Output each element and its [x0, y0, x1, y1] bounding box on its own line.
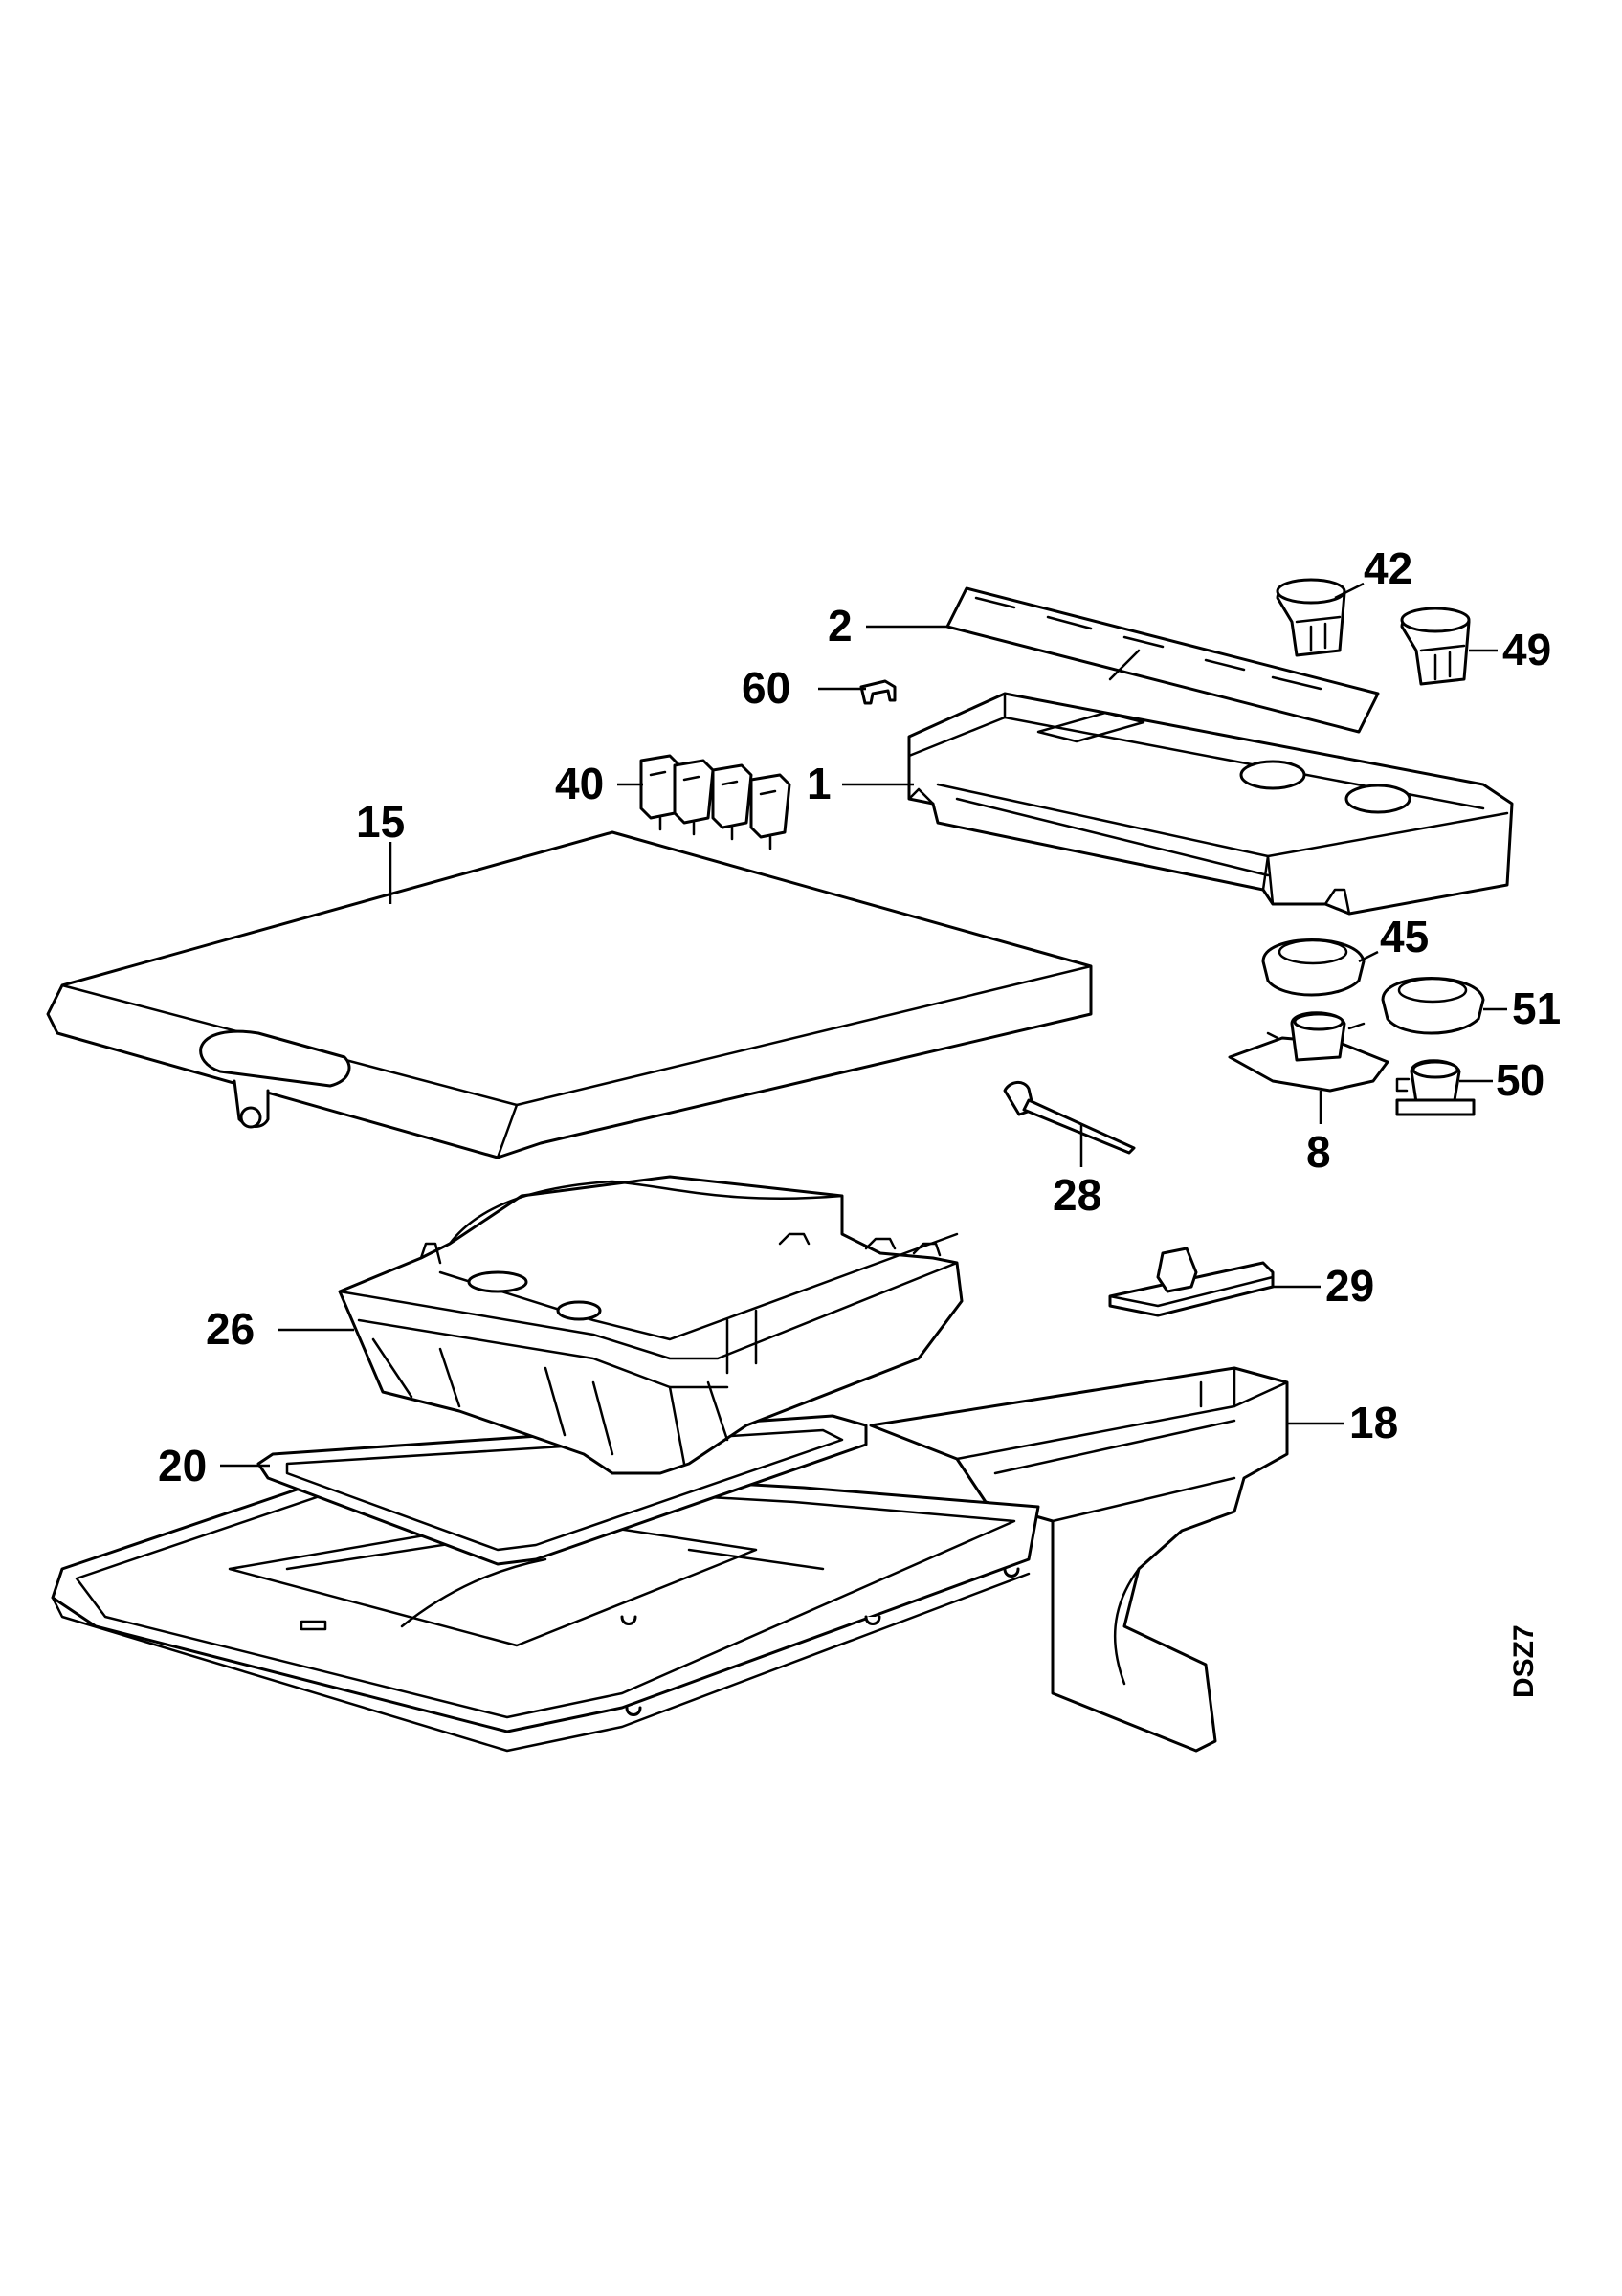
callout-20: 20 — [158, 1441, 207, 1490]
part-1-control-panel — [907, 692, 1514, 916]
callout-40: 40 — [555, 759, 604, 808]
part-15-top-lid — [46, 830, 1093, 1159]
callout-60: 60 — [742, 663, 790, 713]
callout-18: 18 — [1349, 1398, 1398, 1447]
callout-50: 50 — [1496, 1055, 1544, 1105]
part-40-switch-block — [639, 754, 791, 850]
callout-26: 26 — [206, 1304, 255, 1354]
part-51-button-cap — [1381, 977, 1485, 1035]
part-26-detergent-drawer — [338, 1175, 964, 1475]
part-42-knob — [1276, 578, 1346, 657]
part-2-panel-strip — [945, 586, 1380, 734]
part-49-knob — [1400, 607, 1471, 686]
callout-2: 2 — [828, 601, 853, 651]
part-8-selector-mechanism — [1228, 1011, 1389, 1093]
callout-8: 8 — [1306, 1127, 1331, 1177]
callout-29: 29 — [1325, 1261, 1374, 1311]
part-50-selector-small — [1395, 1059, 1476, 1116]
callout-42: 42 — [1364, 543, 1412, 593]
callout-labels: 42 2 49 60 40 1 15 45 51 50 8 28 29 26 1… — [158, 543, 1561, 1490]
leader-lines — [220, 582, 1507, 1468]
drawing-code: DSZ7 — [1508, 1624, 1540, 1698]
callout-15: 15 — [356, 797, 405, 847]
base-plate — [51, 1462, 1040, 1753]
callout-45: 45 — [1380, 912, 1429, 961]
part-29-slider — [1108, 1247, 1275, 1317]
part-45-button-cap — [1261, 938, 1366, 997]
part-20-seal-frame — [256, 1414, 868, 1566]
callout-1: 1 — [807, 759, 832, 808]
callout-51: 51 — [1512, 983, 1561, 1033]
part-60-clip — [859, 679, 897, 705]
callout-49: 49 — [1502, 625, 1551, 674]
callout-28: 28 — [1053, 1170, 1101, 1220]
part-28-pin — [1003, 1081, 1136, 1155]
